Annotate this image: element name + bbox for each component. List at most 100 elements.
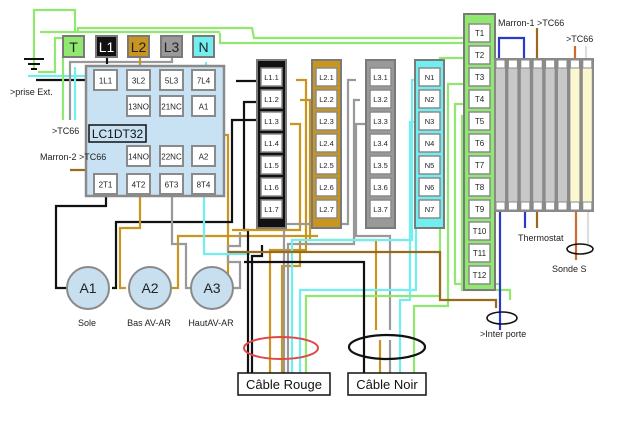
terminal-label: 22NC [161, 153, 182, 162]
l1-bus-wire-3 [250, 245, 264, 380]
terminal-box [126, 69, 151, 91]
terminal-label: T5 [475, 117, 485, 126]
marron1-label: Marron-1 >TC66 [498, 18, 564, 28]
element-top-connector [582, 59, 593, 69]
bus-terminal-n4: N4 [418, 133, 441, 153]
heating-element [507, 59, 518, 211]
bus-terminal-l2-5: L2.5 [315, 155, 338, 175]
earth-terminal-t12: T12 [468, 265, 491, 285]
bus-terminal-l3-6: L3.6 [369, 177, 392, 197]
terminal-label: L1.6 [264, 183, 279, 192]
element-top-connector [507, 59, 518, 69]
terminal-box [369, 133, 392, 153]
terminal-label: N4 [425, 139, 435, 148]
element-bottom-connector [532, 201, 543, 211]
bus-terminal-l3-4: L3.4 [369, 133, 392, 153]
element-bottom-connector [557, 201, 568, 211]
terminal-box [126, 95, 151, 117]
terminal-box [315, 199, 338, 219]
bus-terminal-l2-6: L2.6 [315, 177, 338, 197]
terminal-label: T6 [475, 139, 485, 148]
bus-terminal-l2-2: L2.2 [315, 89, 338, 109]
element-bar [582, 60, 592, 210]
terminal-label: T7 [475, 161, 485, 170]
bus-bar-l3: L3.1L3.2L3.3L3.4L3.5L3.6L3.7 [365, 59, 396, 229]
contactor-terminal-2t1: 2T1 [93, 173, 118, 195]
terminal-box [260, 111, 283, 131]
element-top-connector [495, 59, 506, 69]
earth-terminal-t9: T9 [468, 199, 491, 219]
terminal-label: L1 [99, 39, 115, 55]
heating-element-probe [569, 59, 580, 211]
terminal-label: N1 [425, 73, 435, 82]
element-top-connector [532, 59, 543, 69]
element-top-connector [545, 59, 556, 69]
terminal-label: L2 [131, 39, 147, 55]
terminal-box [369, 177, 392, 197]
contactor-terminal-21nc: 21NC [159, 95, 184, 117]
contactor-terminal-a2: A2 [191, 145, 216, 167]
heating-elements [494, 58, 594, 212]
terminal-label: L2.7 [319, 205, 334, 214]
terminal-box [159, 95, 184, 117]
bus-bar-l1: L1.1L1.2L1.3L1.4L1.5L1.6L1.7 [256, 59, 287, 229]
n-bus-wire-3 [398, 120, 418, 380]
l2-bus-wire-4 [320, 238, 378, 330]
terminal-box [468, 45, 491, 65]
motor-a3-wire-out [170, 190, 190, 290]
bus-terminal-l1-6: L1.6 [260, 177, 283, 197]
earth-terminal-t2: T2 [468, 45, 491, 65]
terminal-box [468, 265, 491, 285]
cable-noir-black-wire [244, 260, 366, 380]
terminal-label: L3.4 [373, 139, 388, 148]
terminal-label: L1.5 [264, 161, 279, 170]
earth-terminal-t11: T11 [468, 243, 491, 263]
heating-element-probe [582, 59, 593, 211]
terminal-box [62, 35, 85, 58]
terminal-box [418, 199, 441, 219]
supply-terminal-l3: L3 [160, 35, 183, 58]
sonde-ring [566, 243, 594, 255]
terminal-label: T1 [475, 29, 485, 38]
terminal-box [468, 199, 491, 219]
terminal-label: T11 [473, 249, 487, 258]
element-bottom-connector [569, 201, 580, 211]
terminal-box [126, 145, 151, 167]
motor-caption: HautAV-AR [188, 318, 234, 328]
cable-noir-label: Câble Noir [356, 377, 418, 392]
bus-terminal-l1-2: L1.2 [260, 89, 283, 109]
terminal-box [93, 173, 118, 195]
terminal-label: N2 [425, 95, 435, 104]
terminal-label: 8T4 [197, 181, 211, 190]
earth-wire-top-3 [218, 33, 468, 45]
bus-terminal-l2-7: L2.7 [315, 199, 338, 219]
terminal-label: L2.1 [319, 73, 334, 82]
bus-terminal-l2-3: L2.3 [315, 111, 338, 131]
bus-bars: L1.1L1.2L1.3L1.4L1.5L1.6L1.7L2.1L2.2L2.3… [256, 59, 445, 229]
l3-bus-wire-2 [286, 98, 360, 380]
terminal-label: L1.2 [264, 95, 279, 104]
terminal-label: T9 [475, 205, 485, 214]
bus-terminal-l3-5: L3.5 [369, 155, 392, 175]
terminal-box [260, 67, 283, 87]
terminal-label: L3 [164, 39, 180, 55]
terminal-box [191, 69, 216, 91]
earth-terminal-t6: T6 [468, 133, 491, 153]
bus-terminal-n5: N5 [418, 155, 441, 175]
terminal-box [160, 35, 183, 58]
terminal-box [468, 177, 491, 197]
terminal-label: 1L1 [99, 77, 113, 86]
terminal-box [468, 89, 491, 109]
prise-ext-label: >prise Ext. [10, 87, 53, 97]
terminal-box [418, 89, 441, 109]
terminal-label: T [69, 39, 78, 55]
bus-terminal-l1-3: L1.3 [260, 111, 283, 131]
element-bottom-connector [507, 201, 518, 211]
terminal-box [468, 133, 491, 153]
terminal-box [418, 155, 441, 175]
bus-terminal-n1: N1 [418, 67, 441, 87]
bus-terminal-l1-5: L1.5 [260, 155, 283, 175]
